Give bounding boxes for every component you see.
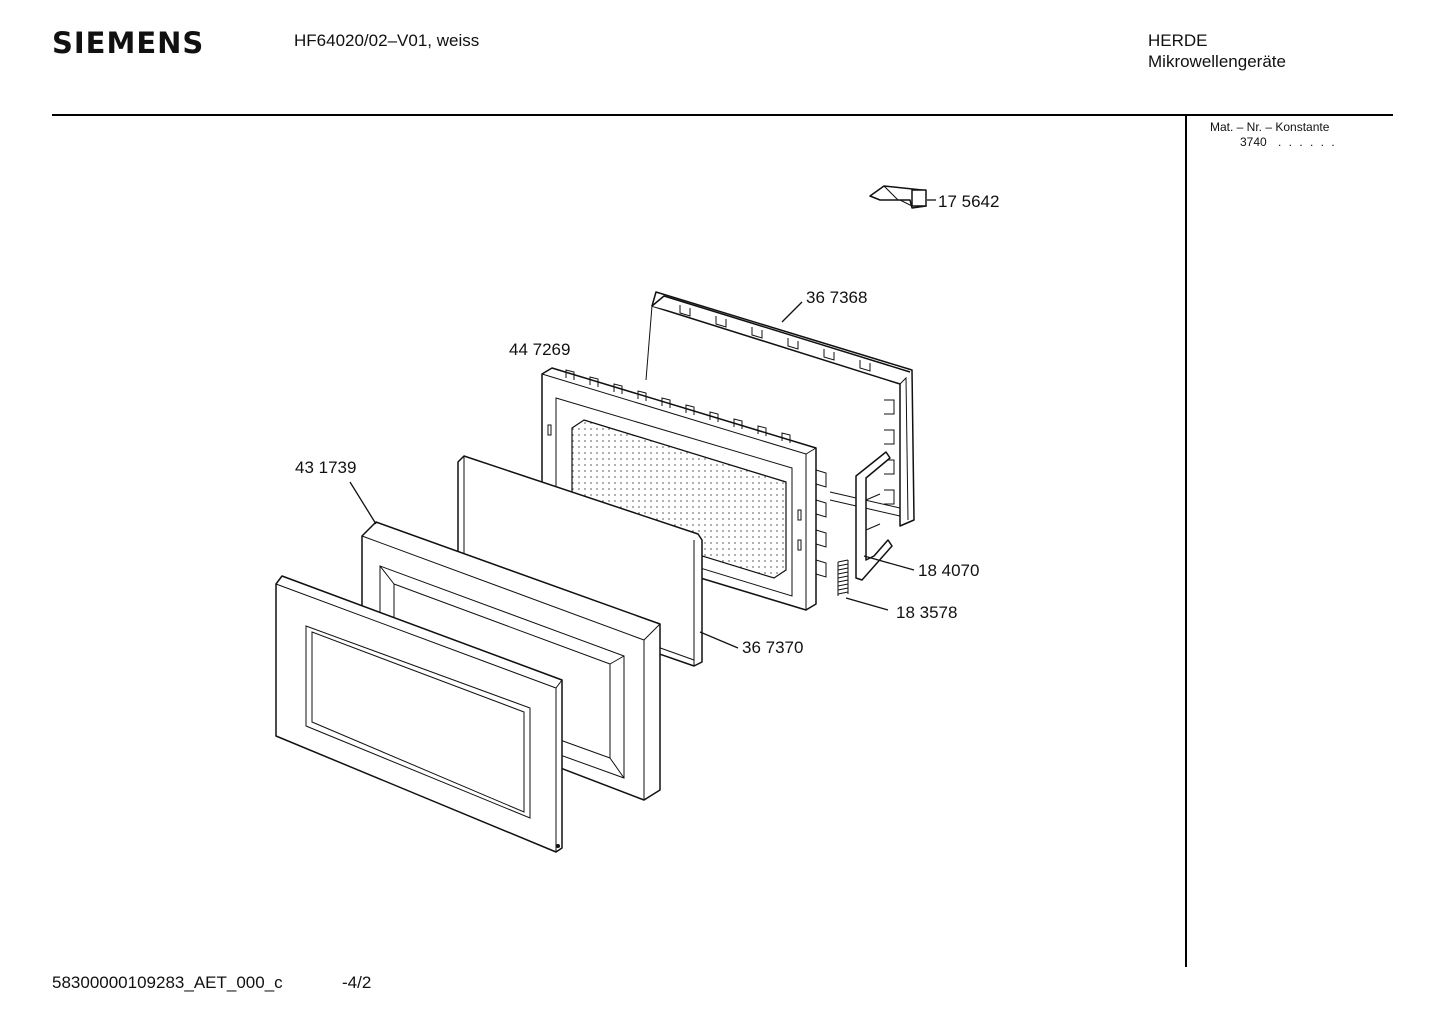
leader-431739 [349,481,377,525]
label-367370: 36 7370 [742,638,803,657]
category-main: HERDE [1148,31,1208,50]
label-447269: 44 7269 [509,340,570,359]
mat-number-dots: . . . . . . [1278,135,1337,149]
mat-number-label: Mat. – Nr. – Konstante [1210,120,1330,134]
document-id: 58300000109283_AET_000_c [52,973,283,992]
category-sub: Mikrowellengeräte [1148,52,1286,71]
part-front-door-frame [275,575,563,853]
leader-183578 [845,597,889,611]
label-183578: 18 3578 [896,603,957,622]
leader-367368 [781,301,803,323]
label-431739: 43 1739 [295,458,356,477]
header-divider [52,114,1393,116]
label-184070: 18 4070 [918,561,979,580]
part-175642-clip [869,185,927,209]
page-number: -4/2 [342,973,372,992]
part-183578-spring [837,559,849,596]
side-panel-divider [1185,116,1187,967]
brand-logo: SIEMENS [52,26,205,60]
part-184070-latch [855,451,893,581]
model-number: HF64020/02–V01, weiss [294,31,480,50]
label-175642: 17 5642 [938,192,999,211]
label-367368: 36 7368 [806,288,867,307]
leader-184070 [863,555,915,571]
mat-number-value: 3740 [1240,135,1267,149]
leader-367370 [699,631,739,649]
